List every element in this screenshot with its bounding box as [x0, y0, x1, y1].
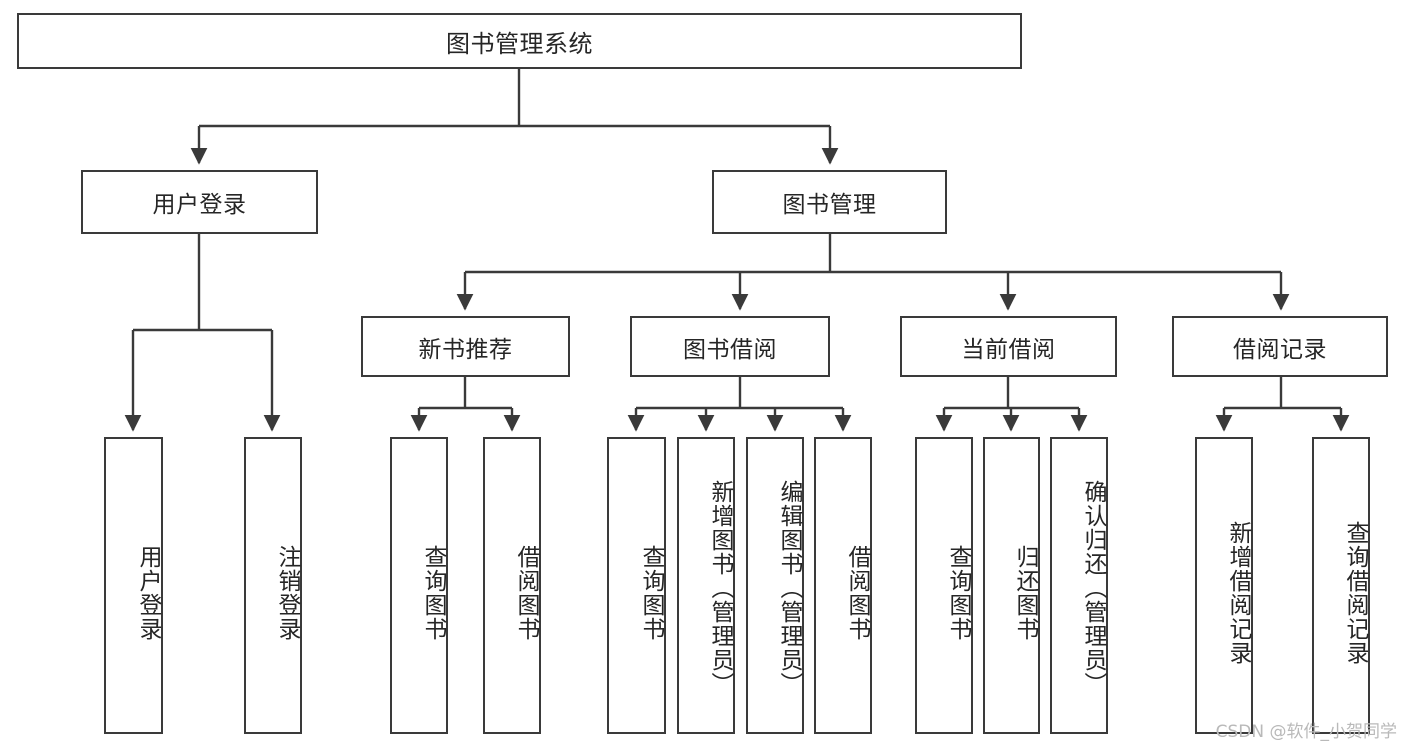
leaf-borrow-record-query-record[interactable]: 查询借阅记录 [1312, 437, 1370, 734]
node-book-management[interactable]: 图书管理 [712, 170, 947, 234]
leaf-book-borrow-query-book[interactable]: 查询图书 [607, 437, 666, 734]
node-book-borrow[interactable]: 图书借阅 [630, 316, 830, 377]
leaf-current-borrow-query-book[interactable]: 查询图书 [915, 437, 973, 734]
leaf-book-borrow-add-book-admin[interactable]: 新增图书（管理员） [677, 437, 735, 734]
node-borrow-record[interactable]: 借阅记录 [1172, 316, 1388, 377]
leaf-new-book-borrow-book[interactable]: 借阅图书 [483, 437, 541, 734]
leaf-book-borrow-borrow-book[interactable]: 借阅图书 [814, 437, 872, 734]
node-user-login[interactable]: 用户登录 [81, 170, 318, 234]
leaf-new-book-query-book[interactable]: 查询图书 [390, 437, 448, 734]
node-current-borrow[interactable]: 当前借阅 [900, 316, 1117, 377]
node-root-book-management-system[interactable]: 图书管理系统 [17, 13, 1022, 69]
leaf-user-login-login[interactable]: 用户登录 [104, 437, 163, 734]
node-new-book-recommend[interactable]: 新书推荐 [361, 316, 570, 377]
leaf-current-borrow-return-book[interactable]: 归还图书 [983, 437, 1040, 734]
watermark-csdn: CSDN @软件_小贺同学 [1215, 722, 1397, 742]
leaf-borrow-record-add-record[interactable]: 新增借阅记录 [1195, 437, 1253, 734]
leaf-current-borrow-confirm-return-admin[interactable]: 确认归还（管理员） [1050, 437, 1108, 734]
leaf-user-login-logout[interactable]: 注销登录 [244, 437, 302, 734]
leaf-book-borrow-edit-book-admin[interactable]: 编辑图书（管理员） [746, 437, 804, 734]
